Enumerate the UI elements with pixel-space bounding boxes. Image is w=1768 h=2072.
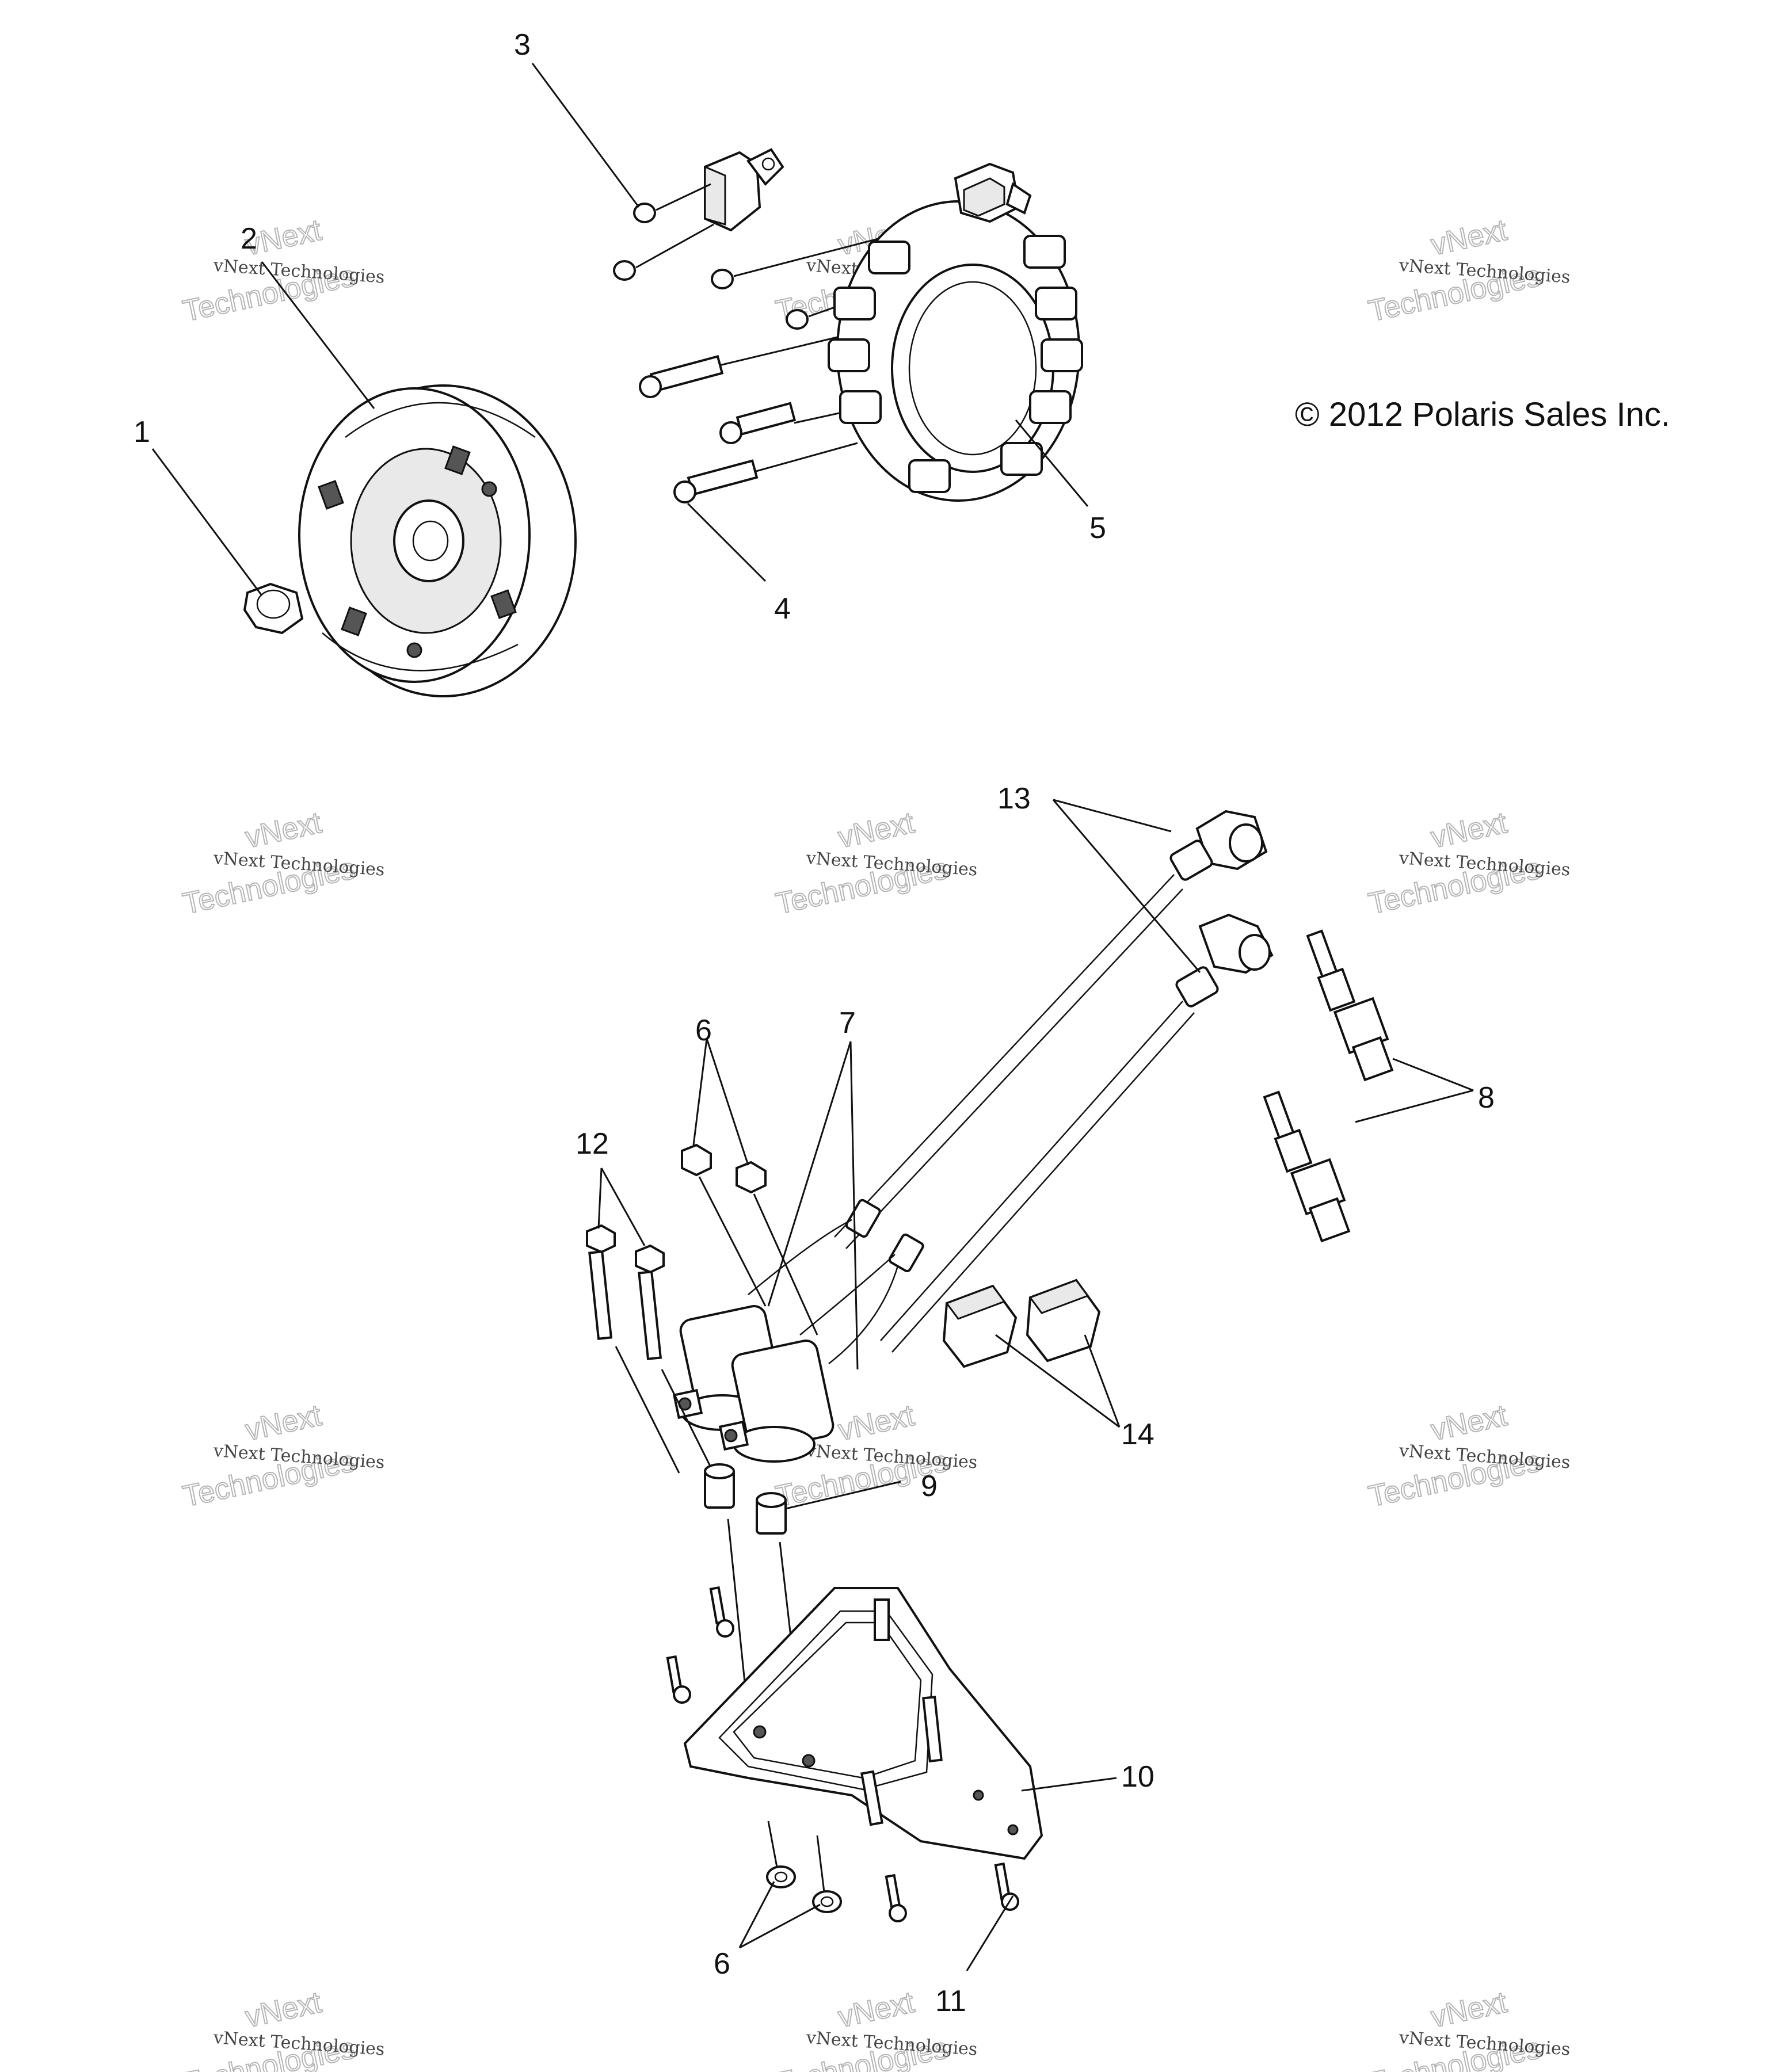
part-12-coil-bolts[interactable] [586,1224,726,1497]
part-2-flywheel[interactable] [298,384,577,697]
watermark: Technologies vNext vNext Technologies [180,1985,386,2072]
svg-text:vNext: vNext [242,1399,325,1447]
watermark: Technologies vNext vNext Technologies [1365,806,1571,922]
watermark: Technologies vNext vNext Technologies [1365,1398,1571,1514]
svg-text:vNext: vNext [835,806,917,854]
callout-5: 5 [1089,512,1106,545]
part-1-flywheel-nut[interactable] [243,582,304,635]
watermark: Technologies vNext vNext Technologies [180,213,386,329]
callout-1: 1 [134,415,150,449]
part-8-spark-plugs[interactable] [1263,929,1394,1243]
callout-12: 12 [576,1127,609,1161]
callout-14: 14 [1121,1418,1154,1451]
svg-text:vNext: vNext [1428,1986,1510,2034]
callout-3: 3 [514,28,531,62]
part-5-stator[interactable] [828,162,1083,502]
watermark: Technologies vNext vNext Technologies [1365,1985,1571,2072]
svg-text:vNext: vNext [835,1986,917,2034]
callout-9: 9 [921,1470,938,1503]
part-11-pins[interactable] [666,1586,1019,1922]
part-14-blocks[interactable] [942,1279,1101,1368]
part-6-washers-bottom[interactable] [766,1821,842,1913]
callout-13: 13 [997,782,1031,815]
svg-text:vNext: vNext [1428,213,1510,262]
part-4-stator-screws[interactable] [639,235,898,503]
callout-4: 4 [774,592,791,625]
callout-6-top: 6 [695,1014,712,1047]
part-3-sensor[interactable] [613,148,784,281]
watermark: Technologies vNext vNext Technologies [180,1398,386,1514]
watermark: Technologies vNext vNext Technologies [180,806,386,922]
callout-7: 7 [839,1006,856,1040]
svg-text:vNext: vNext [1428,806,1510,854]
leader-lines [151,63,1474,1971]
svg-text:vNext: vNext [1428,1399,1510,1447]
callout-2: 2 [241,222,257,255]
part-6-nuts-top[interactable] [681,1143,818,1335]
callout-11: 11 [935,1985,966,2018]
svg-text:vNext: vNext [242,806,325,854]
svg-text:vNext: vNext [835,1399,917,1447]
part-13-spark-plug-wires[interactable] [834,810,1274,1353]
svg-text:vNext: vNext [242,1986,325,2034]
callout-6-bottom: 6 [714,1947,730,1981]
part-10-mounting-plate[interactable] [683,1587,1043,1860]
part-7-ignition-coils[interactable] [672,1199,924,1463]
callout-8: 8 [1478,1081,1495,1115]
callout-labels: 1 2 3 4 5 6 7 8 9 10 11 12 13 14 6 [134,28,1495,2018]
copyright-notice: © 2012 Polaris Sales Inc. [1295,396,1670,433]
watermark: Technologies vNext vNext Technologies [772,806,978,922]
callout-10: 10 [1121,1760,1154,1794]
watermark: Technologies vNext vNext Technologies [1365,213,1571,329]
